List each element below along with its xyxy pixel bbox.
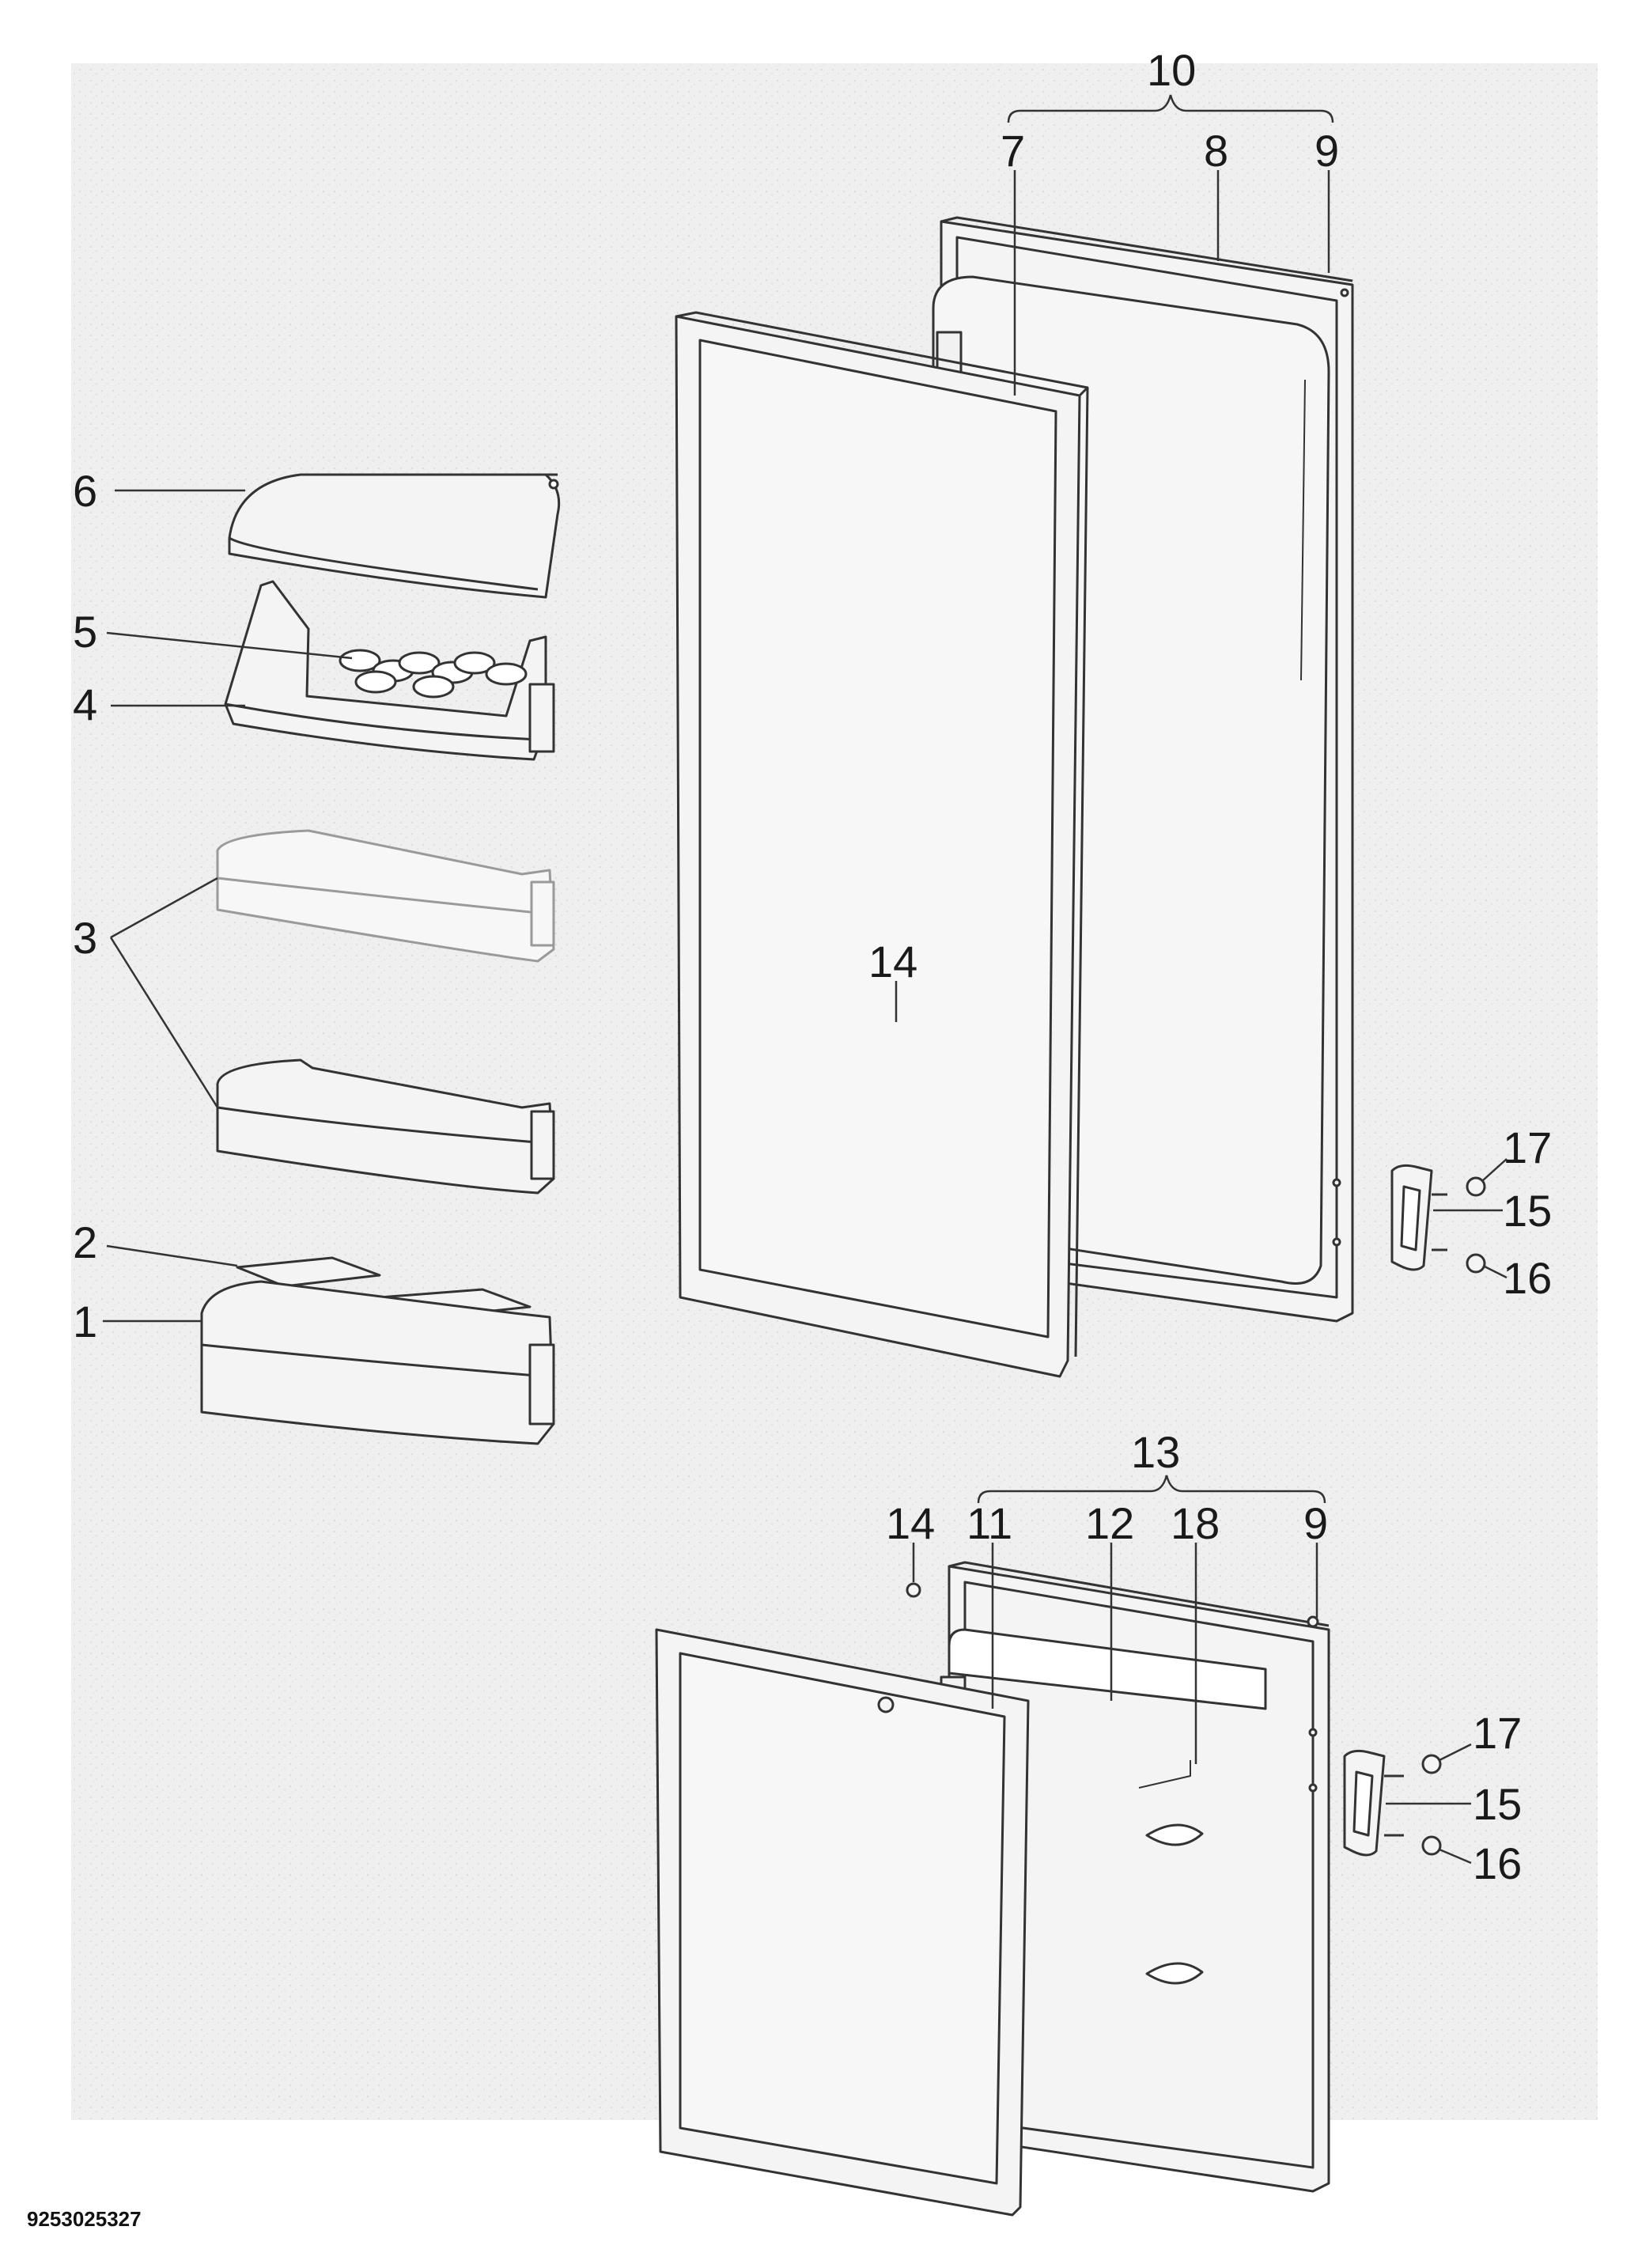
callout-9-lower: 9 [1303, 1498, 1328, 1548]
callout-1: 1 [73, 1297, 97, 1346]
callout-18: 18 [1171, 1498, 1220, 1548]
callout-17-lower: 17 [1473, 1708, 1522, 1758]
callout-4: 4 [73, 680, 97, 729]
callout-17-upper: 17 [1503, 1123, 1552, 1172]
part-lower-door-gasket [655, 1628, 1030, 2217]
part-door-shelf-lower [216, 1058, 555, 1195]
leader-lines [103, 94, 1507, 1865]
part-dairy-lid [228, 473, 561, 599]
callout-12: 12 [1085, 1498, 1134, 1548]
part-door-shelf-upper [216, 829, 555, 963]
parts-layer [200, 216, 1486, 2217]
leader-17b [1439, 1743, 1472, 1762]
callout-8: 8 [1204, 126, 1228, 176]
callout-15-upper: 15 [1503, 1186, 1552, 1236]
callout-16-lower: 16 [1473, 1838, 1522, 1888]
callout-16-upper: 16 [1503, 1253, 1552, 1303]
leader-16b [1439, 1848, 1472, 1865]
leader-2 [106, 1244, 238, 1267]
part-egg-shelf [224, 580, 555, 761]
brace-10 [1007, 94, 1334, 123]
callout-labels: 1 2 3 4 5 6 7 8 9 10 14 17 15 16 13 14 1… [73, 45, 1552, 1888]
part-upper-handle [1390, 1164, 1486, 1274]
leader-17a [1482, 1158, 1507, 1181]
callout-13: 13 [1131, 1427, 1180, 1477]
leader-5 [106, 631, 353, 660]
callout-10: 10 [1147, 45, 1196, 95]
callout-14-lower: 14 [886, 1498, 935, 1548]
callout-7: 7 [1001, 126, 1025, 176]
document-id: 9253025327 [27, 2207, 142, 2231]
callout-3: 3 [73, 913, 97, 963]
part-egg-cups [339, 649, 528, 699]
brace-13 [977, 1475, 1326, 1504]
callout-6: 6 [73, 466, 97, 516]
callout-9-upper: 9 [1315, 126, 1339, 176]
part-upper-door-gasket [675, 311, 1089, 1378]
part-lower-handle [1343, 1749, 1442, 1857]
callout-11: 11 [967, 1498, 1012, 1548]
callout-15-lower: 15 [1473, 1779, 1522, 1829]
leader-16a [1482, 1264, 1507, 1279]
callout-5: 5 [73, 607, 97, 657]
part-bottle-compartment [200, 1280, 555, 1445]
leader-3b [109, 937, 219, 1108]
callout-2: 2 [73, 1217, 97, 1267]
callout-14-upper: 14 [868, 937, 917, 986]
leader-3a [110, 877, 218, 939]
part-lower-door-panel [948, 1561, 1330, 2193]
